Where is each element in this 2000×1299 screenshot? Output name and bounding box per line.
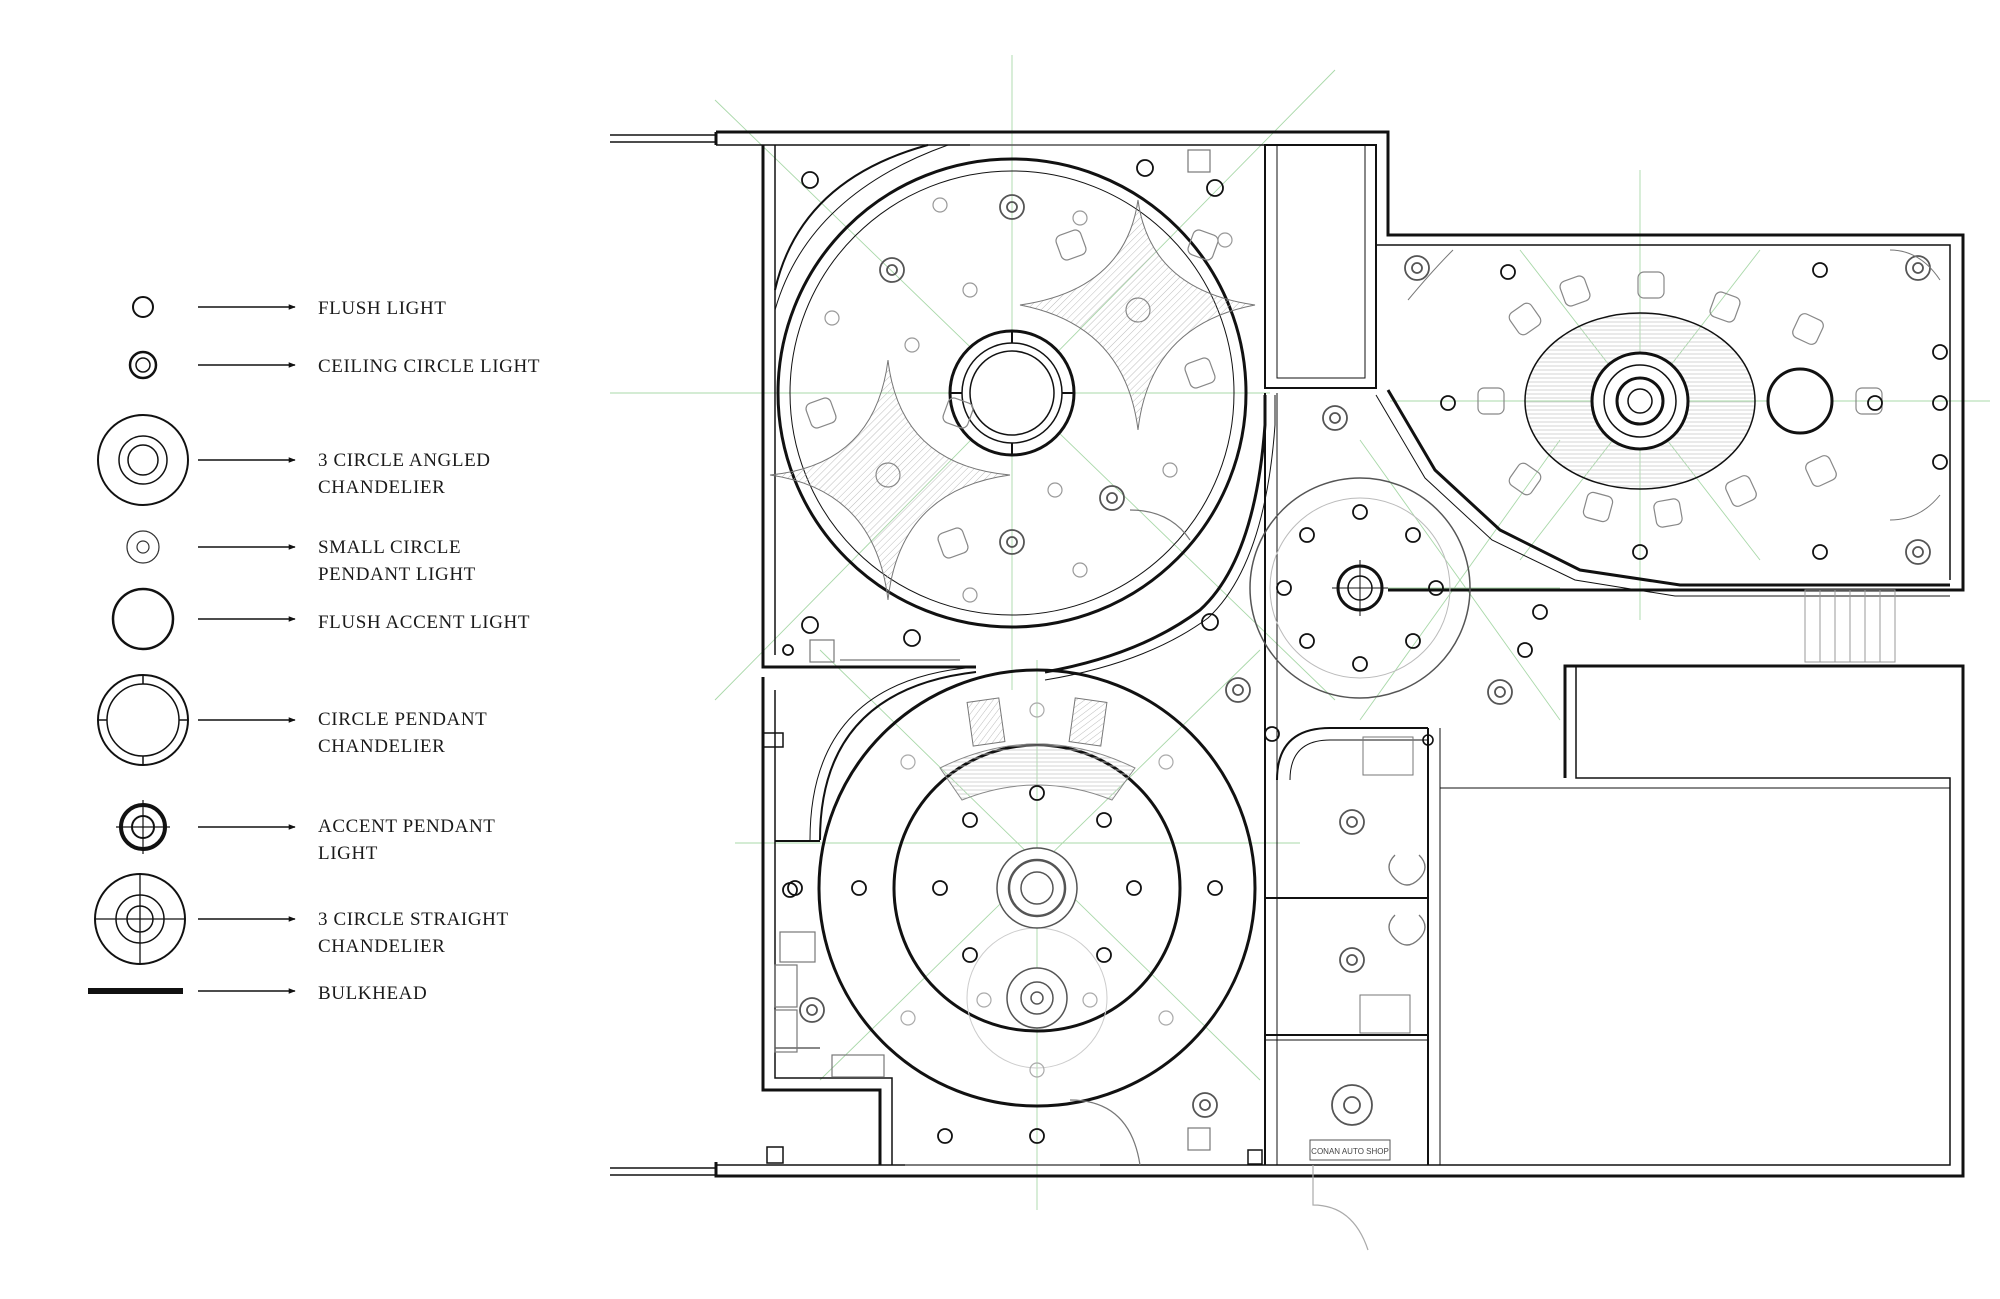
small-room-flush-lights xyxy=(1422,734,1434,746)
lounge-star-canopy-left xyxy=(769,359,1011,601)
legend-label-flush-light: FLUSH LIGHT xyxy=(318,298,447,319)
round-lounge-ceiling xyxy=(769,157,1256,629)
reflected-ceiling-plan: CONAN AUTO SHOP xyxy=(610,55,1990,1251)
legend-label-ceiling-circle-light: CEILING CIRCLE LIGHT xyxy=(318,356,541,377)
legend-arrows xyxy=(198,304,296,994)
legend-label-bulkhead: BULKHEAD xyxy=(318,983,428,1004)
lower-room-small-pendants xyxy=(900,702,1174,1078)
entry-stairs xyxy=(1407,249,1941,663)
dining-flush-lights xyxy=(1440,262,1948,560)
dining-flush-accent-light-icon xyxy=(1766,367,1834,435)
center-room-ceiling-lights xyxy=(1225,405,1513,705)
center-room-flush-lights xyxy=(1264,504,1548,742)
legend-symbols xyxy=(88,296,296,994)
lower-round-room-ceiling xyxy=(787,668,1257,1144)
three-circle-straight-chandelier-icon xyxy=(94,873,186,965)
curved-walls xyxy=(774,144,1950,841)
restrooms xyxy=(1331,734,1434,1126)
lower-room-flush-lights xyxy=(787,785,1223,1144)
exterior-walls xyxy=(610,130,1965,1178)
three-circle-angled-chandelier-icon xyxy=(97,414,189,506)
flush-accent-light-icon xyxy=(111,587,175,651)
lower-room-angled-chandelier-icon xyxy=(1006,967,1068,1029)
legend-label-flush-accent: FLUSH ACCENT LIGHT xyxy=(318,612,531,633)
lounge-star-canopy-right xyxy=(1019,199,1256,431)
lighting-legend: FLUSH LIGHT CEILING CIRCLE LIGHT 3 CIRCL… xyxy=(0,0,600,1294)
flush-light-icon xyxy=(132,296,154,318)
lounge-ceiling-lights xyxy=(879,194,1125,555)
dining-room-ceiling xyxy=(1404,255,1948,565)
lower-room-ceiling-lights xyxy=(799,997,1218,1118)
lounge-chairs xyxy=(805,229,1219,559)
shop-sign-text: CONAN AUTO SHOP xyxy=(1311,1147,1389,1156)
shop-sign: CONAN AUTO SHOP xyxy=(1309,1139,1391,1161)
lounge-small-pendants xyxy=(824,197,1233,603)
lounge-angled-chandelier-icon xyxy=(948,329,1076,457)
lower-room-straight-chandelier-icon xyxy=(996,847,1078,929)
accent-pendant-light-icon xyxy=(116,800,170,854)
small-circle-pendant-light-icon xyxy=(126,530,160,564)
service-room-flush-lights xyxy=(782,882,798,898)
restroom-ceiling-lights xyxy=(1339,809,1365,973)
center-accent-pendant-icon xyxy=(1332,560,1388,616)
center-round-room-ceiling xyxy=(1225,405,1548,742)
service-room-fixtures xyxy=(774,144,1369,1251)
shop-ceiling-light xyxy=(1331,1084,1373,1126)
lounge-flush-lights xyxy=(782,159,1224,656)
interior-walls xyxy=(762,144,1950,1165)
circle-pendant-chandelier-icon xyxy=(97,674,189,766)
ceiling-circle-light-icon xyxy=(128,350,158,380)
dining-angled-chandelier-icon xyxy=(1590,351,1690,451)
guide-lines xyxy=(610,55,1990,1210)
